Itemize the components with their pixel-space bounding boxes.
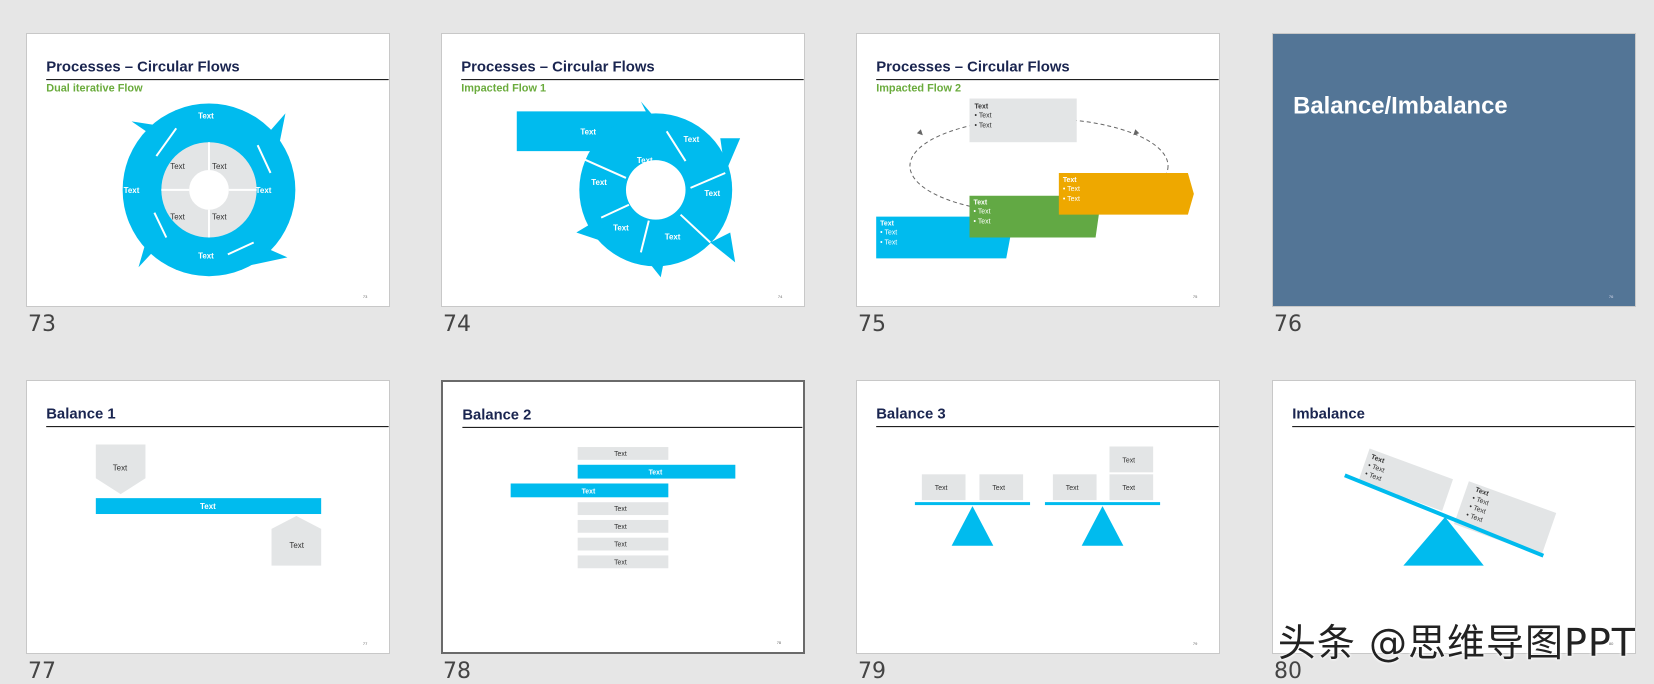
svg-text:Text: Text — [614, 451, 627, 458]
slide-title: Processes – Circular Flows — [461, 60, 654, 76]
svg-text:Text: Text — [935, 485, 948, 492]
slide-thumbnail-76[interactable]: Balance/Imbalance 76 — [1272, 33, 1636, 307]
svg-text:• Text: • Text — [973, 219, 990, 226]
balance-3-diagram: Text Text Text Text Text — [914, 446, 1161, 546]
flow-label: Text — [665, 232, 681, 241]
outer-label: Text — [198, 111, 214, 120]
svg-text:• Text: • Text — [1063, 186, 1080, 193]
svg-text:Text: Text — [582, 488, 596, 495]
outer-label: Text — [256, 186, 272, 195]
slide-title: Balance 1 — [46, 407, 115, 423]
svg-text:Text: Text — [992, 485, 1005, 492]
svg-text:Text: Text — [289, 541, 304, 550]
svg-text:Text: Text — [1066, 485, 1079, 492]
impacted-flow-2-diagram: Text • Text • Text Text • Text • Text Te… — [876, 98, 1194, 259]
slide-number: 74 — [443, 312, 471, 337]
svg-text:Text: Text — [649, 470, 663, 477]
svg-text:Text: Text — [614, 542, 627, 549]
svg-text:• Text: • Text — [973, 209, 990, 216]
slide-thumbnail-78[interactable]: Balance 2 Text Text Text Text Text Text … — [441, 380, 805, 654]
svg-text:• Text: • Text — [974, 122, 991, 129]
page-number: 73 — [363, 294, 368, 299]
watermark-text: 头条 @思维导图PPT — [1277, 621, 1636, 665]
slide-title: Processes – Circular Flows — [46, 60, 239, 76]
page-number: 74 — [778, 294, 783, 299]
slide-thumbnail-75[interactable]: Processes – Circular Flows Impacted Flow… — [856, 33, 1220, 307]
dual-circular-flow-diagram: Text Text Text Text Text Text Text Text — [122, 103, 296, 277]
svg-text:Text: Text — [973, 200, 987, 207]
svg-text:Text: Text — [1122, 457, 1135, 464]
inner-label: Text — [212, 213, 227, 222]
slide-title: Processes – Circular Flows — [876, 60, 1069, 76]
svg-text:• Text: • Text — [974, 112, 991, 119]
outer-label: Text — [198, 251, 214, 260]
page-number: 80 — [1609, 641, 1614, 646]
imbalance-diagram: Text • Text • Text Text • Text • Text • … — [1344, 448, 1557, 566]
svg-text:• Text: • Text — [880, 239, 897, 246]
inner-label: Text — [212, 162, 227, 171]
slide-number: 78 — [443, 659, 471, 684]
box-heading: Text — [974, 103, 988, 110]
page-number: 78 — [777, 640, 782, 645]
svg-text:• Text: • Text — [880, 230, 897, 237]
slide-title: Balance 3 — [876, 407, 945, 423]
svg-text:Text: Text — [200, 502, 216, 511]
slide-thumbnail-79[interactable]: Balance 3 Text Text Text Text Text 79 — [856, 380, 1220, 654]
flow-label: Text — [613, 224, 629, 233]
page-number: 76 — [1609, 294, 1614, 299]
svg-text:• Text: • Text — [1063, 196, 1080, 203]
slide-subtitle: Impacted Flow 1 — [461, 83, 546, 95]
flow-label: Text — [684, 135, 700, 144]
slide-title: Imbalance — [1292, 407, 1365, 423]
section-title: Balance/Imbalance — [1293, 92, 1507, 119]
svg-text:Text: Text — [614, 524, 627, 531]
slide-number: 80 — [1274, 659, 1302, 684]
slide-thumbnail-74[interactable]: Processes – Circular Flows Impacted Flow… — [441, 33, 805, 307]
svg-text:Text: Text — [1122, 485, 1135, 492]
page-number: 77 — [363, 641, 367, 646]
impacted-flow-diagram: Text Text Text Text Text Text Text — [516, 101, 741, 278]
inner-label: Text — [170, 162, 185, 171]
slide-number: 79 — [858, 659, 886, 684]
svg-text:Text: Text — [880, 221, 894, 228]
slide-title: Balance 2 — [462, 407, 531, 423]
flow-label: Text — [580, 127, 596, 136]
page-number: 75 — [1193, 294, 1198, 299]
slide-thumbnail-77[interactable]: Balance 1 Text Text Text 77 — [26, 380, 390, 654]
flow-label: Text — [704, 189, 720, 198]
slide-subtitle: Dual iterative Flow — [46, 83, 143, 95]
slide-subtitle: Impacted Flow 2 — [876, 83, 961, 95]
svg-text:Text: Text — [614, 506, 627, 513]
outer-label: Text — [124, 186, 140, 195]
svg-text:Text: Text — [1474, 486, 1490, 498]
flow-label: Text — [637, 156, 653, 165]
slide-number: 73 — [28, 312, 56, 337]
svg-text:Text: Text — [1063, 177, 1077, 184]
balance-2-diagram: Text Text Text Text Text Text Text — [510, 447, 736, 569]
flow-label: Text — [591, 178, 607, 187]
svg-text:Text: Text — [614, 559, 627, 566]
svg-text:Text: Text — [1370, 454, 1386, 466]
slide-number: 77 — [28, 659, 56, 684]
slide-number: 76 — [1274, 312, 1302, 337]
inner-label: Text — [170, 213, 185, 222]
slide-thumbnail-73[interactable]: Processes – Circular Flows Dual iterativ… — [26, 33, 390, 307]
balance-1-diagram: Text Text Text — [95, 444, 322, 566]
slide-number: 75 — [858, 312, 886, 337]
slide-thumbnail-80[interactable]: Imbalance Text • Text • Text Text • Text… — [1272, 380, 1636, 654]
page-number: 79 — [1193, 641, 1198, 646]
svg-text:Text: Text — [113, 463, 128, 472]
